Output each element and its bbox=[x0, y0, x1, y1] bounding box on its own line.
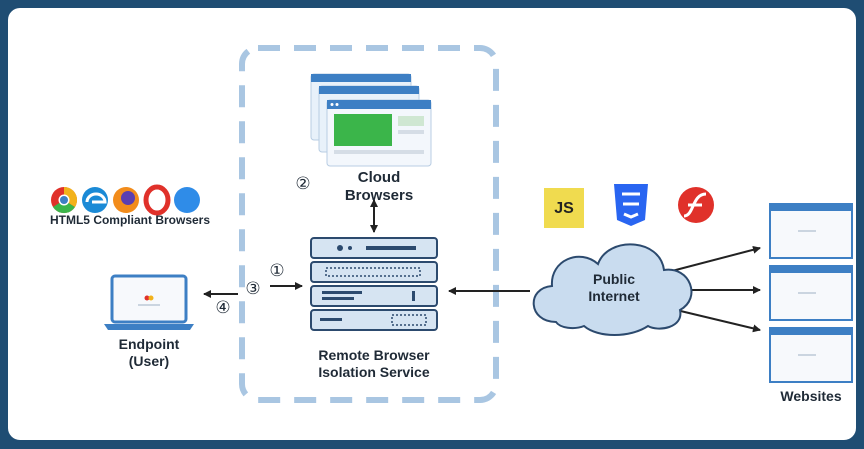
step-1-marker: ① bbox=[269, 261, 285, 280]
rbi-label-line-2: Isolation Service bbox=[318, 364, 430, 380]
internet-to-website-1-arrow bbox=[667, 245, 761, 273]
internet-to-website-3-arrow bbox=[667, 307, 761, 333]
cloud-browsers-label-line-2: Browsers bbox=[344, 187, 414, 204]
website-window-3 bbox=[769, 327, 853, 383]
cloud-browsers-label: Cloud Browsers bbox=[339, 169, 419, 205]
cloud-browsers-label-line-1: Cloud bbox=[357, 169, 401, 186]
chrome-icon bbox=[51, 186, 78, 214]
step-2-marker: ② bbox=[295, 174, 311, 193]
endpoint-laptop-icon bbox=[104, 274, 194, 330]
js-badge-text: JS bbox=[554, 200, 574, 217]
css3-icon bbox=[614, 184, 648, 226]
rbi-server-stack-icon bbox=[310, 237, 438, 331]
browser-logos bbox=[51, 184, 200, 216]
firefox-icon bbox=[113, 187, 139, 213]
public-internet-label-line-2: Internet bbox=[588, 288, 640, 304]
rbi-architecture-diagram bbox=[51, 45, 853, 403]
rbi-label-line-1: Remote Browser bbox=[318, 347, 430, 363]
diagram-frame: HTML5 Compliant Browsers Cloud Browsers … bbox=[6, 6, 858, 442]
endpoint-label-line-2: (User) bbox=[128, 353, 170, 369]
opera-icon bbox=[143, 184, 171, 216]
public-internet-label-line-1: Public bbox=[592, 271, 635, 287]
step-4-marker: ④ bbox=[215, 298, 231, 317]
edge-icon bbox=[82, 187, 108, 213]
safari-icon bbox=[174, 187, 200, 213]
websites-label: Websites bbox=[780, 388, 842, 404]
cloud-browsers-icon bbox=[310, 73, 432, 167]
isolation-boundary bbox=[239, 45, 499, 403]
endpoint-label: Endpoint (User) bbox=[94, 336, 204, 370]
browsers-caption: HTML5 Compliant Browsers bbox=[49, 213, 211, 227]
javascript-icon bbox=[544, 188, 584, 228]
website-window-2 bbox=[769, 265, 853, 321]
public-internet-label: Public Internet bbox=[570, 271, 658, 305]
rbi-label: Remote Browser Isolation Service bbox=[294, 347, 454, 381]
public-internet-cloud-icon bbox=[532, 243, 693, 336]
website-window-1 bbox=[769, 203, 853, 259]
flash-icon bbox=[678, 187, 714, 223]
step-3-marker: ③ bbox=[245, 279, 261, 298]
endpoint-label-line-1: Endpoint bbox=[118, 336, 180, 352]
